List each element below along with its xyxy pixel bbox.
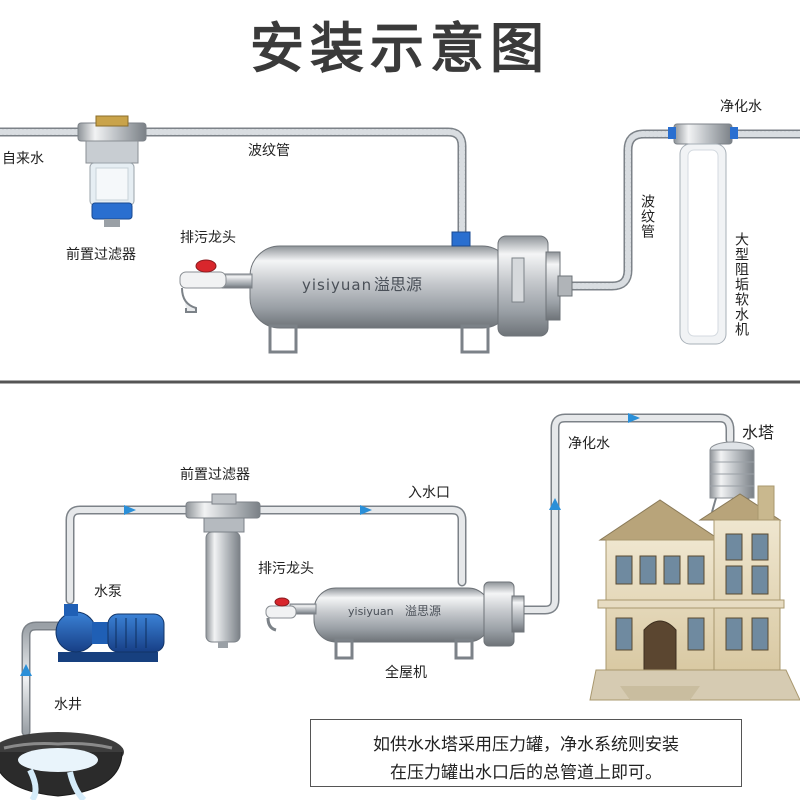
label-corrugated-pipe-vertical: 波纹管: [639, 194, 655, 239]
softener-cartridge: [668, 123, 738, 345]
water-tower: [709, 441, 755, 513]
label-softener: 大型阻垢软水机: [733, 232, 749, 337]
page-title: 安装示意图: [250, 17, 550, 80]
label-inlet: 入水口: [408, 485, 450, 501]
label-water-tower: 水塔: [742, 423, 775, 442]
villa-house: [589, 485, 800, 701]
label-well: 水井: [54, 697, 82, 713]
label-drain-valve-bottom: 排污龙头: [258, 561, 314, 577]
pre-filter-bottom: [185, 493, 261, 648]
label-pre-filter-bottom: 前置过滤器: [180, 467, 250, 483]
brand-latin-bottom: yisiyuan: [348, 605, 394, 618]
pipes-bottom: [21, 413, 735, 737]
water-well: [0, 732, 124, 800]
water-pump: [55, 604, 165, 662]
label-purified-water-top: 净化水: [720, 99, 762, 115]
label-drain-valve-top: 排污龙头: [180, 230, 236, 246]
brand-cn-top: 溢思源: [374, 275, 423, 294]
label-pump: 水泵: [94, 584, 122, 600]
note-line-1: 如供水水塔采用压力罐，净水系统则安装: [373, 735, 679, 755]
whole-house-unit-bottom: [265, 581, 525, 660]
flow-arrows: [20, 413, 640, 676]
label-whole-house: 全屋机: [385, 665, 427, 681]
note-line-2: 在压力罐出水口后的总管道上即可。: [390, 763, 662, 783]
label-corrugated-pipe: 波纹管: [248, 143, 290, 159]
note-box: 如供水水塔采用压力罐，净水系统则安装 在压力罐出水口后的总管道上即可。: [310, 719, 742, 787]
label-tap-water: 自来水: [2, 151, 44, 167]
whole-house-unit-top: [179, 231, 573, 354]
label-purified-water-bottom: 净化水: [568, 436, 610, 452]
brand-cn-bottom: 溢思源: [405, 604, 442, 618]
label-pre-filter-top: 前置过滤器: [66, 247, 136, 263]
pre-filter-top: [77, 115, 147, 227]
brand-latin-top: yisiyuan: [302, 276, 373, 294]
corrugated-pipe-top: [0, 127, 800, 291]
